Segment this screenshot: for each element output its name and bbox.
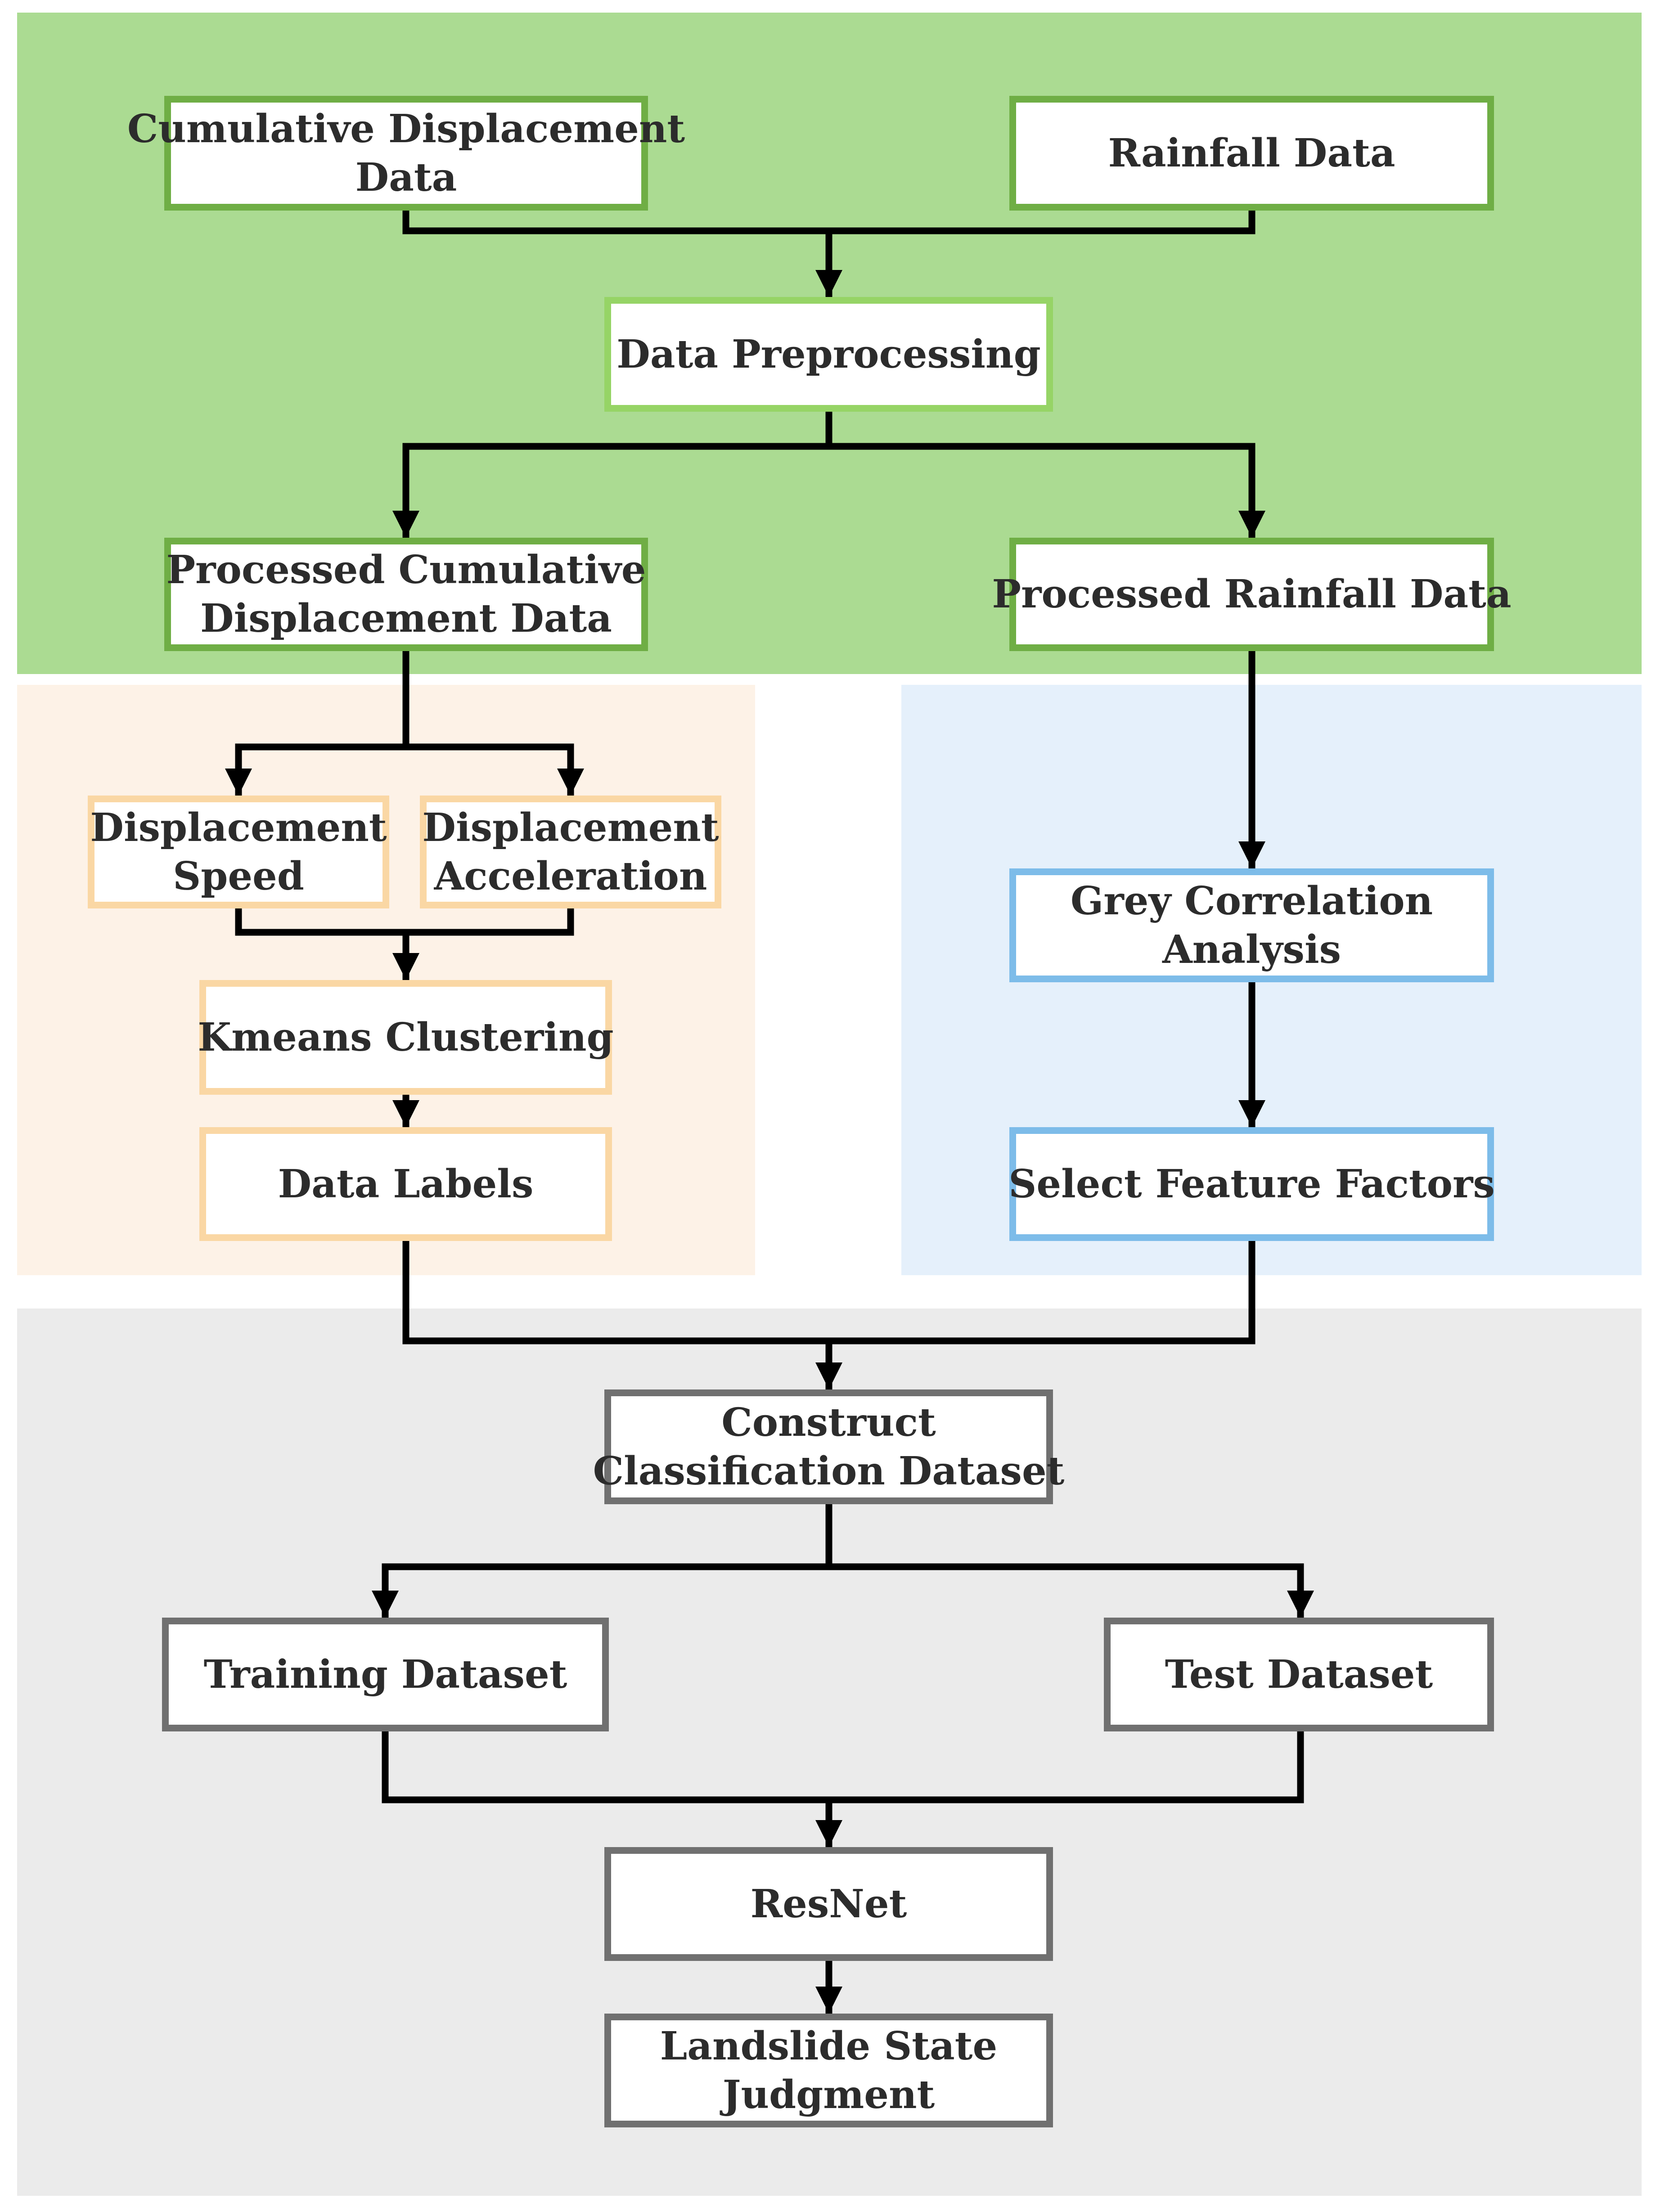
edge-rainfall-to-preprocessing [829,209,1256,234]
node-label-line: Judgment [722,2072,935,2118]
edge-construct-to-training [372,1503,832,1618]
node-label-line: ResNet [750,1881,907,1927]
edge-construct-to-test [829,1563,1314,1618]
edge-select-features-to-construct [829,1240,1256,1344]
displacement-acceleration-node: Displacement Acceleration [420,796,721,908]
edge-processed-displacement-to-acceleration [406,743,584,796]
edge-preprocessing-to-processed-displacement [392,410,832,538]
node-label-line: Speed [173,853,304,899]
data-preprocessing-node: Data Preprocessing [604,297,1053,412]
node-label-line: Processed Rainfall Data [992,571,1512,617]
displacement-speed-node: Displacement Speed [88,796,389,908]
rainfall-data-node: Rainfall Data [1009,96,1494,211]
edge-training-to-resnet [382,1730,842,1847]
training-dataset-node: Training Dataset [162,1618,609,1731]
edge-data-labels-to-construct [402,1240,842,1389]
node-label-line: Test Dataset [1165,1651,1433,1697]
node-label-line: Processed Cumulative [166,547,646,593]
node-label-line: Rainfall Data [1108,130,1395,176]
data-labels-node: Data Labels [199,1127,612,1241]
node-label-line: Construct [721,1399,936,1445]
processed-rainfall-data-node: Processed Rainfall Data [992,538,1512,651]
landslide-state-judgment-node: Landslide State Judgment [604,2014,1053,2127]
node-label-line: Data Preprocessing [616,331,1041,377]
construct-classification-dataset-node: Construct Classification Dataset [593,1389,1064,1504]
edge-cumulative-to-preprocessing [402,209,842,297]
node-label-line: Training Dataset [203,1651,567,1697]
node-label-line: Select Feature Factors [1008,1161,1495,1207]
node-label-line: Classification Dataset [593,1448,1065,1494]
node-label-line: Displacement [90,805,387,850]
kmeans-clustering-node: Kmeans Clustering [198,980,614,1095]
edge-speed-to-kmeans [235,907,419,980]
node-label-line: Analysis [1162,926,1341,972]
node-label-line: Grey Correlation [1070,878,1433,924]
node-label-line: Acceleration [434,853,707,899]
processed-cumulative-displacement-node: Processed Cumulative Displacement Data [164,538,648,651]
edge-preprocessing-to-processed-rainfall [829,443,1265,538]
edge-processed-displacement-to-speed [225,650,410,796]
test-dataset-node: Test Dataset [1104,1618,1494,1731]
node-label-line: Cumulative Displacement [127,106,685,152]
node-label-line: Displacement Data [200,596,612,641]
resnet-node: ResNet [604,1847,1053,1961]
edge-test-to-resnet [829,1730,1304,1803]
node-label-line: Data Labels [278,1161,534,1207]
node-label-line: Kmeans Clustering [198,1014,614,1060]
node-label-line: Data [355,154,457,200]
grey-correlation-analysis-node: Grey Correlation Analysis [1009,868,1494,982]
node-label-line: Landslide State [660,2023,998,2069]
edge-acceleration-to-kmeans [406,907,574,936]
select-feature-factors-node: Select Feature Factors [1008,1127,1495,1241]
node-label-line: Displacement [422,805,719,850]
cumulative-displacement-data-node: Cumulative Displacement Data [127,96,685,211]
